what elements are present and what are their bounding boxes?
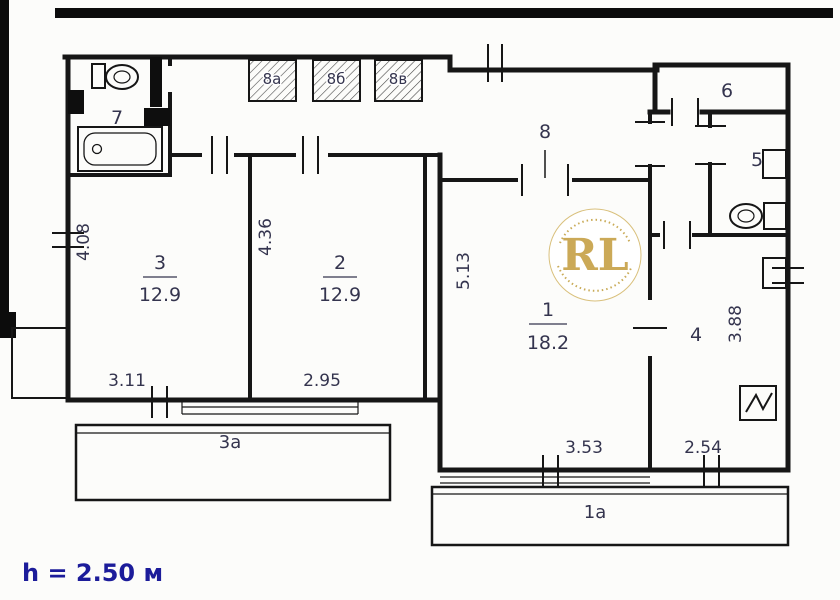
room-6-number: 6 bbox=[721, 80, 733, 102]
dim-room3-height: 4.08 bbox=[74, 223, 94, 261]
room-labels: 7 8 6 5 3 12.9 2 12.9 1 18.2 4 8а 8б 8в … bbox=[111, 69, 763, 524]
room-3-number: 3 bbox=[154, 252, 166, 274]
balcony-3a-label: 3а bbox=[219, 432, 241, 453]
watermark-ring-text-top bbox=[559, 218, 631, 244]
room-1-number: 1 bbox=[542, 299, 554, 321]
room-1-area: 18.2 bbox=[527, 332, 569, 354]
room-4-number: 4 bbox=[690, 324, 702, 346]
balcony-1a-outline bbox=[430, 485, 790, 547]
room-3-area: 12.9 bbox=[139, 284, 181, 306]
toilet-icon-room5 bbox=[729, 202, 787, 230]
room-8-number: 8 bbox=[539, 121, 551, 143]
closets bbox=[248, 59, 423, 102]
closet-8v-label: 8в bbox=[389, 70, 407, 88]
watermark-circle bbox=[548, 208, 642, 302]
walls bbox=[11, 54, 791, 473]
dimension-labels: 4.08 4.36 5.13 3.88 3.11 2.95 3.53 2.54 bbox=[74, 218, 746, 458]
fixtures bbox=[77, 63, 787, 421]
wall-piers bbox=[68, 57, 170, 126]
room-7-number: 7 bbox=[111, 107, 123, 129]
scan-artifact-left-bar bbox=[0, 0, 9, 338]
closet-8a-box bbox=[248, 59, 297, 102]
closet-8b-label: 8б bbox=[327, 70, 346, 88]
scan-artifact-left-blob bbox=[0, 312, 16, 338]
balconies bbox=[74, 400, 790, 547]
room-2-area: 12.9 bbox=[319, 284, 361, 306]
dim-room3-width: 3.11 bbox=[108, 371, 146, 391]
closet-8v-box bbox=[374, 59, 423, 102]
dim-room2-height: 4.36 bbox=[256, 218, 276, 256]
watermark-logo: RL bbox=[548, 208, 642, 302]
balcony-1a-label: 1а bbox=[584, 502, 606, 523]
kitchen-fixture-icon bbox=[762, 257, 787, 289]
dim-room4-width: 2.54 bbox=[684, 438, 722, 458]
bathtub-icon bbox=[77, 126, 163, 172]
balcony-3a-outline bbox=[74, 423, 392, 502]
dim-room4-height: 3.88 bbox=[726, 305, 746, 343]
room-2-number: 2 bbox=[334, 252, 346, 274]
toilet-icon bbox=[91, 63, 139, 90]
scan-artifact-top-bar bbox=[55, 8, 833, 18]
watermark-text: RL bbox=[561, 230, 629, 281]
room-5-number: 5 bbox=[751, 149, 763, 171]
dim-room2-width: 2.95 bbox=[303, 371, 341, 391]
dim-room1-height: 5.13 bbox=[454, 252, 474, 290]
watermark-ring-text-bottom bbox=[557, 265, 633, 292]
vent-shaft-icon bbox=[739, 385, 777, 421]
dim-room1-width: 3.53 bbox=[565, 438, 603, 458]
closet-8a-label: 8а bbox=[263, 70, 282, 88]
closet-8b-box bbox=[312, 59, 361, 102]
sink-icon bbox=[762, 149, 787, 179]
height-note: h = 2.50 м bbox=[22, 559, 163, 587]
survey-tick-marks bbox=[52, 44, 804, 487]
